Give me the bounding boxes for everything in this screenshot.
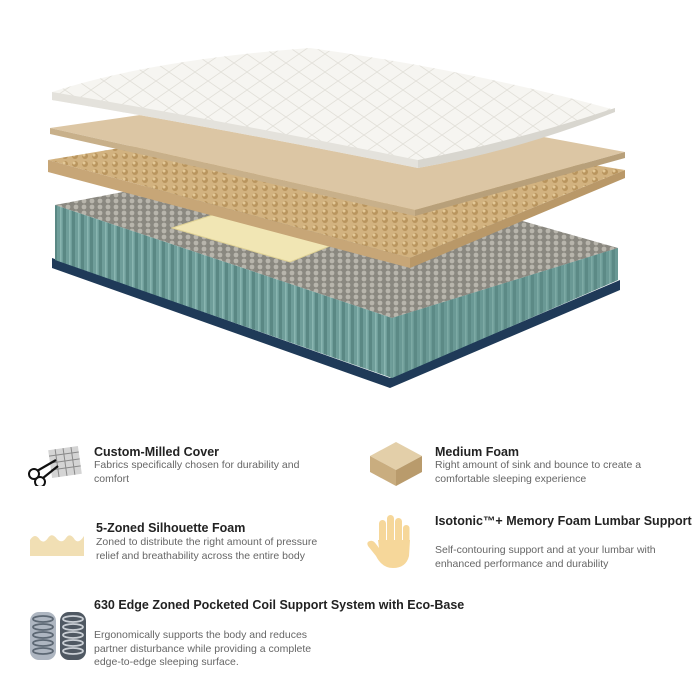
coil-springs-icon	[30, 612, 86, 660]
scissors-fabric-icon	[28, 446, 82, 486]
feature-title: Custom-Milled Cover	[94, 445, 220, 459]
feature-description: Zoned to distribute the right amount of …	[96, 536, 318, 562]
feature-title: 630 Edge Zoned Pocketed Coil Support Sys…	[94, 598, 465, 612]
feature-description: Ergonomically supports the body and redu…	[94, 629, 312, 668]
cover-layer	[52, 48, 615, 168]
mattress-layers-illustration	[48, 48, 625, 388]
feature-description: Right amount of sink and bounce to creat…	[435, 459, 642, 485]
zoned-foam-icon	[30, 535, 84, 556]
feature-title: Medium Foam	[435, 445, 520, 459]
feature-title: 5-Zoned Silhouette Foam	[96, 521, 246, 535]
foam-block-icon	[370, 442, 422, 486]
feature-title: Isotonic™+ Memory Foam Lumbar Support	[435, 514, 692, 528]
feature-description: Fabrics specifically chosen for durabili…	[94, 459, 300, 485]
hand-icon	[367, 515, 410, 568]
feature-description: Self-contouring support and at your lumb…	[435, 544, 656, 570]
